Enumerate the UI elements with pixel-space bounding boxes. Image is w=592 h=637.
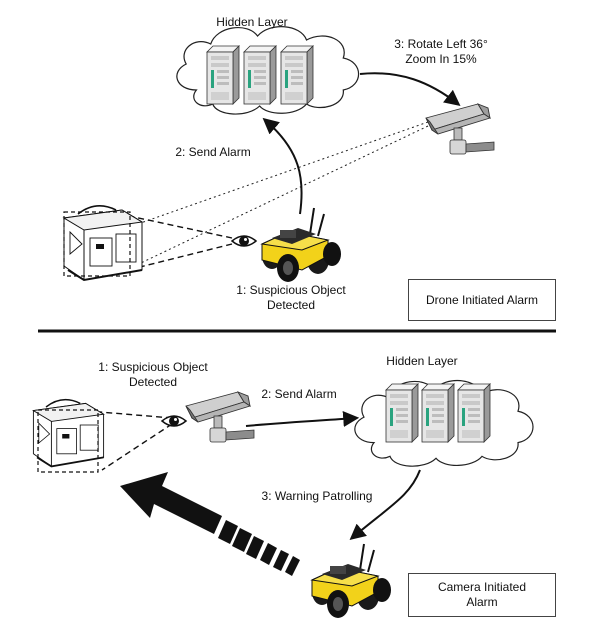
ground-robot-icon xyxy=(311,543,392,619)
camera-view-line xyxy=(121,125,429,273)
camera-initiated-line1: Camera Initiated xyxy=(437,580,527,594)
suspicious-bag-icon xyxy=(63,204,143,281)
send-alarm-arrow xyxy=(245,411,360,427)
hidden-layer-label-top: Hidden Layer xyxy=(216,15,288,29)
send-alarm-arrow xyxy=(262,117,303,215)
drone-initiated-alarm-caption: Drone Initiated Alarm xyxy=(408,279,556,321)
patrol-direction-arrow xyxy=(120,472,300,576)
server-icon xyxy=(243,45,277,105)
camera-sight-line xyxy=(99,411,173,419)
step1-detected-label-top: 1: Suspicious Object Detected xyxy=(226,283,356,313)
rotate-command-arrow xyxy=(359,72,461,106)
top-panel xyxy=(63,26,495,283)
step1-detected-line2: Detected xyxy=(266,298,316,312)
eye-icon xyxy=(161,415,187,427)
step1-detected-line1: 1: Suspicious Object xyxy=(98,360,208,374)
server-icon xyxy=(421,383,455,443)
step3-rotate-label: 3: Rotate Left 36° Zoom In 15% xyxy=(376,37,506,67)
step2-send-alarm-label-top: 2: Send Alarm xyxy=(175,145,251,159)
step3-warning-patrolling-label: 3: Warning Patrolling xyxy=(261,489,373,503)
suspicious-bag-icon xyxy=(32,398,105,473)
robot-sight-line xyxy=(127,243,233,271)
ground-robot-icon xyxy=(261,207,342,283)
hidden-layer-label-bottom: Hidden Layer xyxy=(386,354,458,368)
step3-rotate-line1: 3: Rotate Left 36° xyxy=(394,37,488,51)
security-camera-icon xyxy=(185,391,255,443)
server-icon xyxy=(385,383,419,443)
step1-detected-label-bottom: 1: Suspicious Object Detected xyxy=(88,360,218,390)
bottom-panel xyxy=(32,379,534,619)
eye-icon xyxy=(231,235,257,247)
server-icon xyxy=(457,383,491,443)
server-icon xyxy=(206,45,240,105)
camera-view-line xyxy=(97,121,429,239)
hidden-layer-cloud-bottom xyxy=(354,379,534,467)
step2-send-alarm-label-bottom: 2: Send Alarm xyxy=(261,387,337,401)
camera-sight-line xyxy=(101,423,173,471)
hidden-layer-cloud-top xyxy=(176,26,360,115)
security-camera-icon xyxy=(425,103,495,155)
step1-detected-line2: Detected xyxy=(128,375,178,389)
camera-initiated-alarm-caption: Camera Initiated Alarm xyxy=(408,573,556,617)
drone-initiated-alarm-text: Drone Initiated Alarm xyxy=(425,292,539,307)
robot-sight-line xyxy=(119,213,233,239)
warning-patrol-arrow xyxy=(349,469,421,541)
step3-rotate-line2: Zoom In 15% xyxy=(405,52,477,66)
server-icon xyxy=(280,45,314,105)
step1-detected-line1: 1: Suspicious Object xyxy=(236,283,346,297)
camera-initiated-line2: Alarm xyxy=(466,595,498,609)
